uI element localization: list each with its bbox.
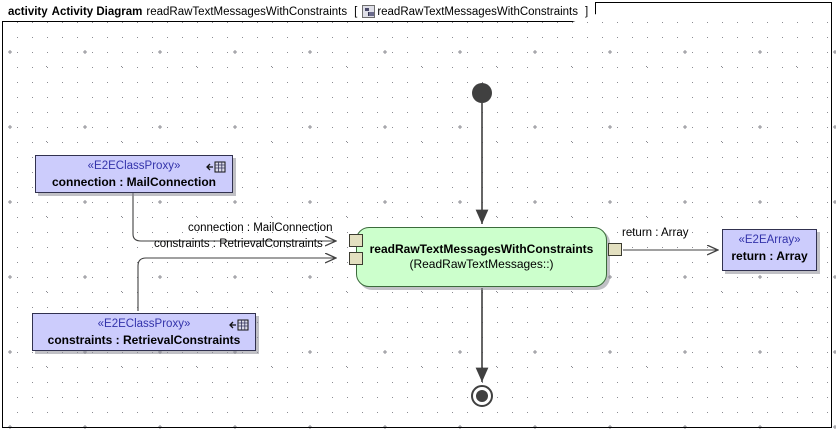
diagram-header-tab[interactable]: activity Activity Diagram readRawTextMes… <box>2 2 597 22</box>
input-pin-constraints[interactable] <box>349 252 363 265</box>
edge-label-constraints: constraints : RetrievalConstraints <box>154 238 323 250</box>
object-node-return-stereotype: «E2EArray» <box>738 234 801 246</box>
object-node-constraints-stereotype: «E2EClassProxy» <box>97 318 191 330</box>
header-kind: Activity Diagram <box>51 5 143 18</box>
class-proxy-icon <box>206 161 226 173</box>
input-pin-connection[interactable] <box>349 234 363 247</box>
object-node-constraints[interactable]: «E2EClassProxy» constraints : RetrievalC… <box>32 313 256 351</box>
object-node-connection-stereotype: «E2EClassProxy» <box>87 160 181 172</box>
object-node-connection[interactable]: «E2EClassProxy» connection : MailConnect… <box>35 155 233 193</box>
initial-node[interactable] <box>472 83 492 103</box>
object-node-return-array[interactable]: «E2EArray» return : Array <box>722 229 817 271</box>
class-proxy-icon <box>229 319 249 331</box>
header-frame-name: readRawTextMessagesWithConstraints <box>377 5 579 18</box>
action-node-subtitle: (ReadRawTextMessages::) <box>409 257 554 271</box>
activity-diagram-icon <box>362 5 376 18</box>
output-pin-return[interactable] <box>608 243 622 256</box>
action-node-title: readRawTextMessagesWithConstraints <box>369 242 594 256</box>
action-node-readrawtextmessageswithconstraints[interactable]: readRawTextMessagesWithConstraints (Read… <box>356 227 607 287</box>
edge-label-connection: connection : MailConnection <box>188 222 333 234</box>
object-node-constraints-name: constraints : RetrievalConstraints <box>47 333 241 347</box>
header-keyword: activity <box>8 5 48 18</box>
header-bracket-open: [ <box>354 5 358 18</box>
edge-label-return: return : Array <box>622 227 689 239</box>
object-node-return-name: return : Array <box>731 249 808 263</box>
object-node-connection-name: connection : MailConnection <box>52 175 216 189</box>
header-bracket-close: ] <box>585 5 589 18</box>
header-diagram-name: readRawTextMessagesWithConstraints <box>146 5 348 18</box>
activity-final-node[interactable] <box>471 385 493 407</box>
